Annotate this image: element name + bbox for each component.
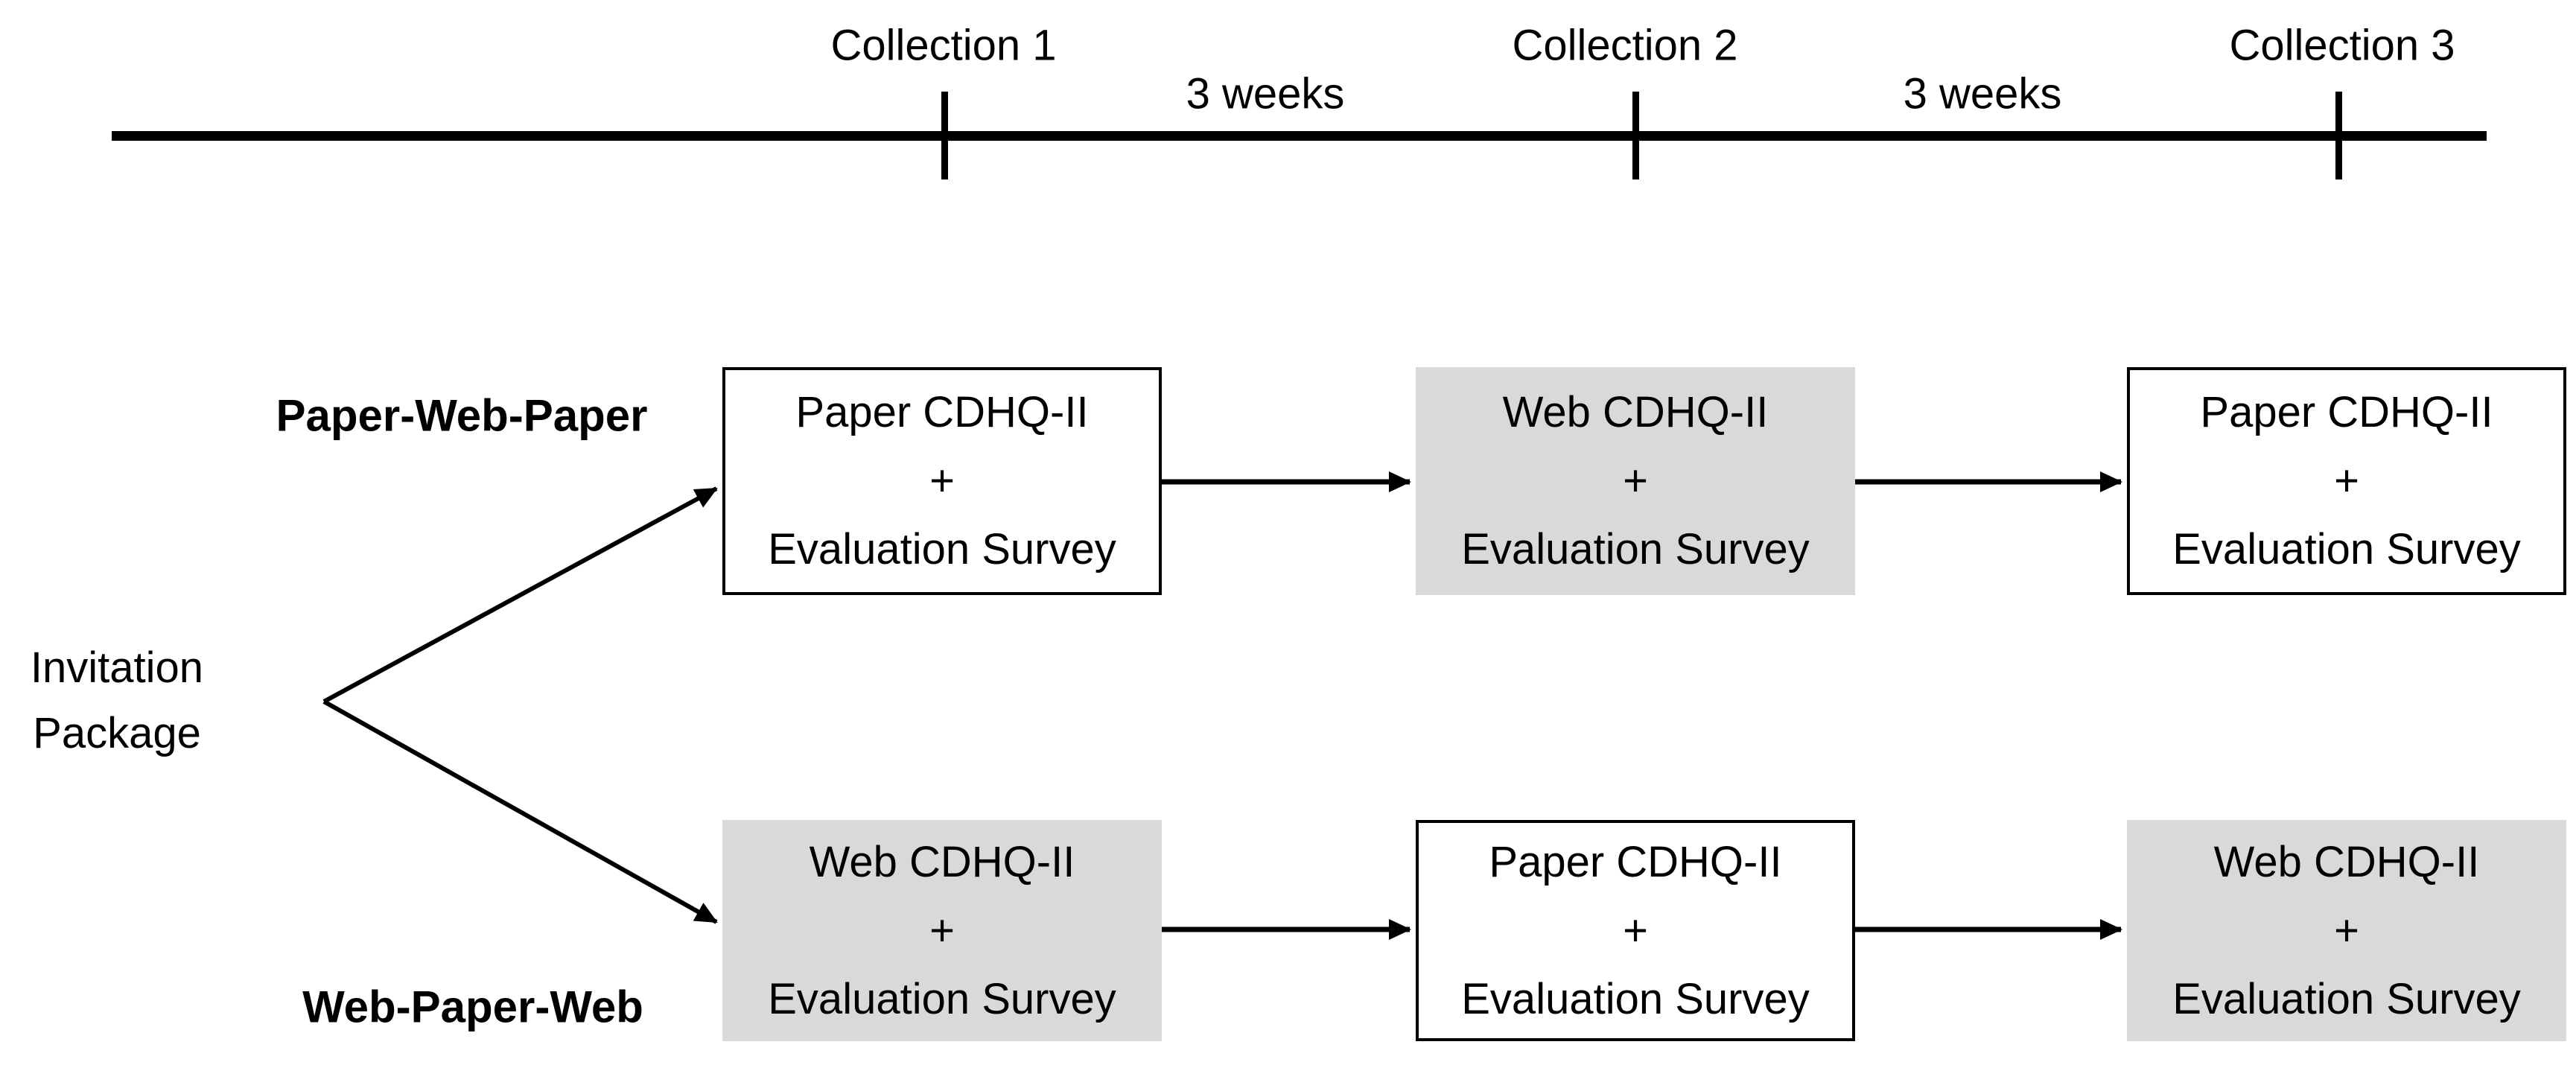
timeline-tick-collection-1 — [941, 92, 948, 179]
interval-2-label: 3 weeks — [1903, 69, 2062, 118]
box-arm1-collection1-paper-cdhq: Paper CDHQ-II + Evaluation Survey — [722, 367, 1162, 595]
box-survey-label: Evaluation Survey — [1461, 974, 1810, 1023]
box-arm1-collection3-paper-cdhq: Paper CDHQ-II + Evaluation Survey — [2127, 367, 2566, 595]
box-survey-label: Evaluation Survey — [768, 525, 1116, 573]
box-instrument-label: Paper CDHQ-II — [1489, 837, 1782, 886]
box-plus-sign: + — [1623, 457, 1648, 505]
box-plus-sign: + — [2334, 906, 2359, 955]
arrow-invitation-to-web-paper-web — [322, 699, 718, 924]
invitation-package-line2: Package — [33, 709, 201, 757]
box-arm2-collection2-paper-cdhq: Paper CDHQ-II + Evaluation Survey — [1416, 820, 1855, 1041]
box-plus-sign: + — [2334, 457, 2359, 505]
box-instrument-label: Paper CDHQ-II — [795, 388, 1089, 436]
box-survey-label: Evaluation Survey — [2172, 974, 2521, 1023]
box-instrument-label: Web CDHQ-II — [1502, 388, 1769, 436]
box-arm1-collection2-web-cdhq: Web CDHQ-II + Evaluation Survey — [1416, 367, 1855, 595]
timeline-line — [112, 131, 2487, 141]
collection-1-label: Collection 1 — [830, 21, 1057, 70]
box-plus-sign: + — [1623, 906, 1648, 955]
box-instrument-label: Paper CDHQ-II — [2200, 388, 2493, 436]
box-instrument-label: Web CDHQ-II — [2213, 837, 2480, 886]
arm-label-web-paper-web: Web-Paper-Web — [302, 982, 643, 1032]
collection-2-label: Collection 2 — [1512, 21, 1738, 70]
box-survey-label: Evaluation Survey — [768, 974, 1116, 1023]
invitation-package-label: Invitation Package — [31, 635, 203, 766]
box-plus-sign: + — [929, 457, 955, 505]
interval-1-label: 3 weeks — [1186, 69, 1345, 118]
arm-label-paper-web-paper: Paper-Web-Paper — [276, 390, 648, 441]
collection-3-label: Collection 3 — [2229, 21, 2455, 70]
box-plus-sign: + — [929, 906, 955, 955]
box-survey-label: Evaluation Survey — [2172, 525, 2521, 573]
box-survey-label: Evaluation Survey — [1461, 525, 1810, 573]
box-arm2-collection1-web-cdhq: Web CDHQ-II + Evaluation Survey — [722, 820, 1162, 1041]
invitation-package-line1: Invitation — [30, 643, 204, 692]
box-arm2-collection3-web-cdhq: Web CDHQ-II + Evaluation Survey — [2127, 820, 2566, 1041]
timeline-tick-collection-2 — [1632, 92, 1639, 179]
timeline-tick-collection-3 — [2335, 92, 2342, 179]
box-instrument-label: Web CDHQ-II — [809, 837, 1075, 886]
arrow-invitation-to-paper-web-paper — [322, 486, 718, 704]
